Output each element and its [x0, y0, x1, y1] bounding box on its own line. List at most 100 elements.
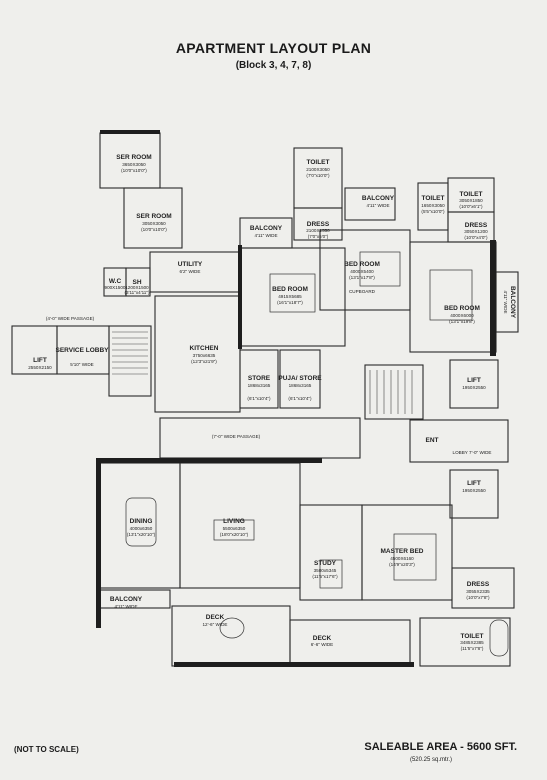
- dining-imperial: (13'1"x20'10"): [127, 532, 156, 537]
- dress-right-dims: 3050X1200: [464, 229, 488, 234]
- ser-room-2-name: SER ROOM: [136, 213, 171, 220]
- master-bed-frame: [393, 533, 437, 581]
- lobby-outline: [409, 419, 509, 463]
- lift-left-dims: 2550X2150: [28, 365, 52, 370]
- puja-store-dims: 1868x3165: [289, 383, 312, 388]
- dining-table: [125, 497, 157, 547]
- toilet-right-imperial: (10'0"x6'1"): [459, 204, 483, 209]
- deck-2-outline: [289, 619, 411, 667]
- ser-room-2-outline: [123, 187, 183, 249]
- ser-room-2-imperial: (10'0"x10'0"): [141, 227, 167, 232]
- dining-name: DINING: [130, 518, 153, 525]
- dining-dims: 4000x6350: [130, 526, 153, 531]
- cupboard-name: CUPBOARD: [349, 289, 376, 294]
- toilet-top-imperial: (7'0"x10'0"): [306, 173, 330, 178]
- dress-master-name: DRESS: [467, 581, 490, 588]
- bathtub: [489, 619, 509, 657]
- ent-label: ENT: [426, 437, 439, 444]
- deck-2-name: DECK: [313, 635, 332, 642]
- bed-room-1-name: BED ROOM: [272, 286, 308, 293]
- lift-right-2-outline: [449, 469, 499, 519]
- master-bed-name: MASTER BED: [381, 548, 424, 555]
- bed-3: [429, 269, 473, 321]
- service-stair-outline: [108, 325, 152, 397]
- ser-room-1-imperial: (10'0"x10'0"): [121, 168, 147, 173]
- ser-room-1-dims: 3650X3050: [122, 162, 146, 167]
- kitchen-name: KITCHEN: [190, 345, 219, 352]
- bed-room-2-imperial: (13'1"x17'8"): [349, 275, 375, 280]
- lift-right-1-name: LIFT: [467, 377, 481, 384]
- balcony-bottom-dims: 4'11" WIDE: [114, 604, 137, 609]
- store-imperial: (6'1"x10'4"): [247, 396, 271, 401]
- bed-1: [269, 273, 316, 313]
- deck-1-outline: [171, 605, 291, 667]
- toilet-top-outline: [293, 147, 343, 209]
- study-desk: [319, 559, 343, 589]
- wc-dims: 900X1500: [105, 285, 126, 290]
- toilet-small-imperial: (5'5"x10'0"): [421, 209, 445, 214]
- kitchen-dims: 3750x6635: [193, 353, 216, 358]
- toilet-master-name: TOILET: [461, 633, 484, 640]
- sh-imperial: (3'11"x4'11"): [124, 290, 149, 295]
- balcony-top-mid-outline: [344, 187, 396, 221]
- toilet-small-dims: 1650X3050: [421, 203, 445, 208]
- puja-store-outline: [279, 349, 321, 409]
- deck-2-dims: 6'-6" WIDE: [311, 642, 333, 647]
- study-dims: 3500x5345: [314, 568, 337, 573]
- store-name: STORE: [248, 375, 271, 382]
- dress-top-outline: [293, 207, 343, 241]
- living-name: LIVING: [223, 518, 245, 525]
- toilet-master-outline: [419, 617, 511, 667]
- toilet-top-dims: 2100X3050: [306, 167, 330, 172]
- toilet-master-dims: 3485X2385: [460, 640, 484, 645]
- dress-master-imperial: (10'0"x7'8"): [466, 595, 490, 600]
- bed-room-2-name: BED ROOM: [344, 261, 380, 268]
- utility-dims: 6'2" WIDE: [180, 269, 201, 274]
- service-lobby-name: SERVICE LOBBY: [56, 347, 110, 354]
- store-outline: [239, 349, 279, 409]
- living-imperial: (18'0"x20'10"): [220, 532, 249, 537]
- bed-room-2-dims: 4000X5400: [350, 269, 374, 274]
- living-dims: 5500x6350: [223, 526, 246, 531]
- lift-right-2-dims: 1950X2550: [462, 488, 486, 493]
- toilet-top-name: TOILET: [307, 159, 330, 166]
- lobby-label: LOBBY 7'-0" WIDE: [453, 450, 492, 455]
- passage-top-label: (4'-0" WIDE PASSAGE): [46, 316, 95, 321]
- sh-name: SH: [132, 279, 141, 286]
- balcony-top-left-dims: 4'11" WIDE: [254, 233, 277, 238]
- balcony-bottom-name: BALCONY: [110, 596, 143, 603]
- sh-dims: 1200X1500: [125, 285, 149, 290]
- master-bed-dims: 4500X6160: [390, 556, 414, 561]
- bed-room-3-dims: 4000X6000: [450, 313, 474, 318]
- store-dims: 1868x3165: [248, 383, 271, 388]
- toilet-small-name: TOILET: [422, 195, 445, 202]
- bed-room-3-imperial: (13'1"x19'8"): [449, 319, 475, 324]
- balcony-right-dims: 4'11" WIDE: [503, 290, 508, 313]
- study-outline: [299, 504, 363, 601]
- balcony-top-mid-name: BALCONY: [362, 195, 395, 202]
- ser-room-2-dims: 3050X3050: [142, 221, 166, 226]
- ser-room-1-name: SER ROOM: [116, 154, 151, 161]
- bed-2: [359, 251, 401, 287]
- deck-table: [219, 617, 245, 639]
- toilet-master-imperial: (11'5"x7'8"): [461, 646, 484, 651]
- saleable-area: SALEABLE AREA - 5600 SFT.: [364, 741, 517, 753]
- dress-master-dims: 3055X2335: [466, 589, 490, 594]
- dress-right-name: DRESS: [465, 222, 488, 229]
- deck-1-dims: 12'-6" WIDE: [203, 622, 228, 627]
- study-name: STUDY: [314, 560, 337, 567]
- dress-master-outline: [451, 567, 515, 609]
- toilet-right-dims: 3050X1850: [459, 198, 483, 203]
- lift-right-1-dims: 1950X2550: [462, 385, 486, 390]
- bed-room-1-imperial: (16'1"x18'7"): [277, 300, 303, 305]
- coffee-table: [213, 519, 255, 541]
- dress-top-dims: 2100X1550: [306, 228, 330, 233]
- study-imperial: (11'5"x17'6"): [312, 574, 338, 579]
- page-title: APARTMENT LAYOUT PLAN: [175, 40, 372, 56]
- master-bed-outline: [361, 504, 453, 601]
- balcony-top-mid-dims: 4'11" WIDE: [366, 203, 389, 208]
- lift-left-name: LIFT: [33, 357, 47, 364]
- core-stair-outline: [364, 364, 424, 420]
- bed-room-3-outline: [409, 241, 497, 353]
